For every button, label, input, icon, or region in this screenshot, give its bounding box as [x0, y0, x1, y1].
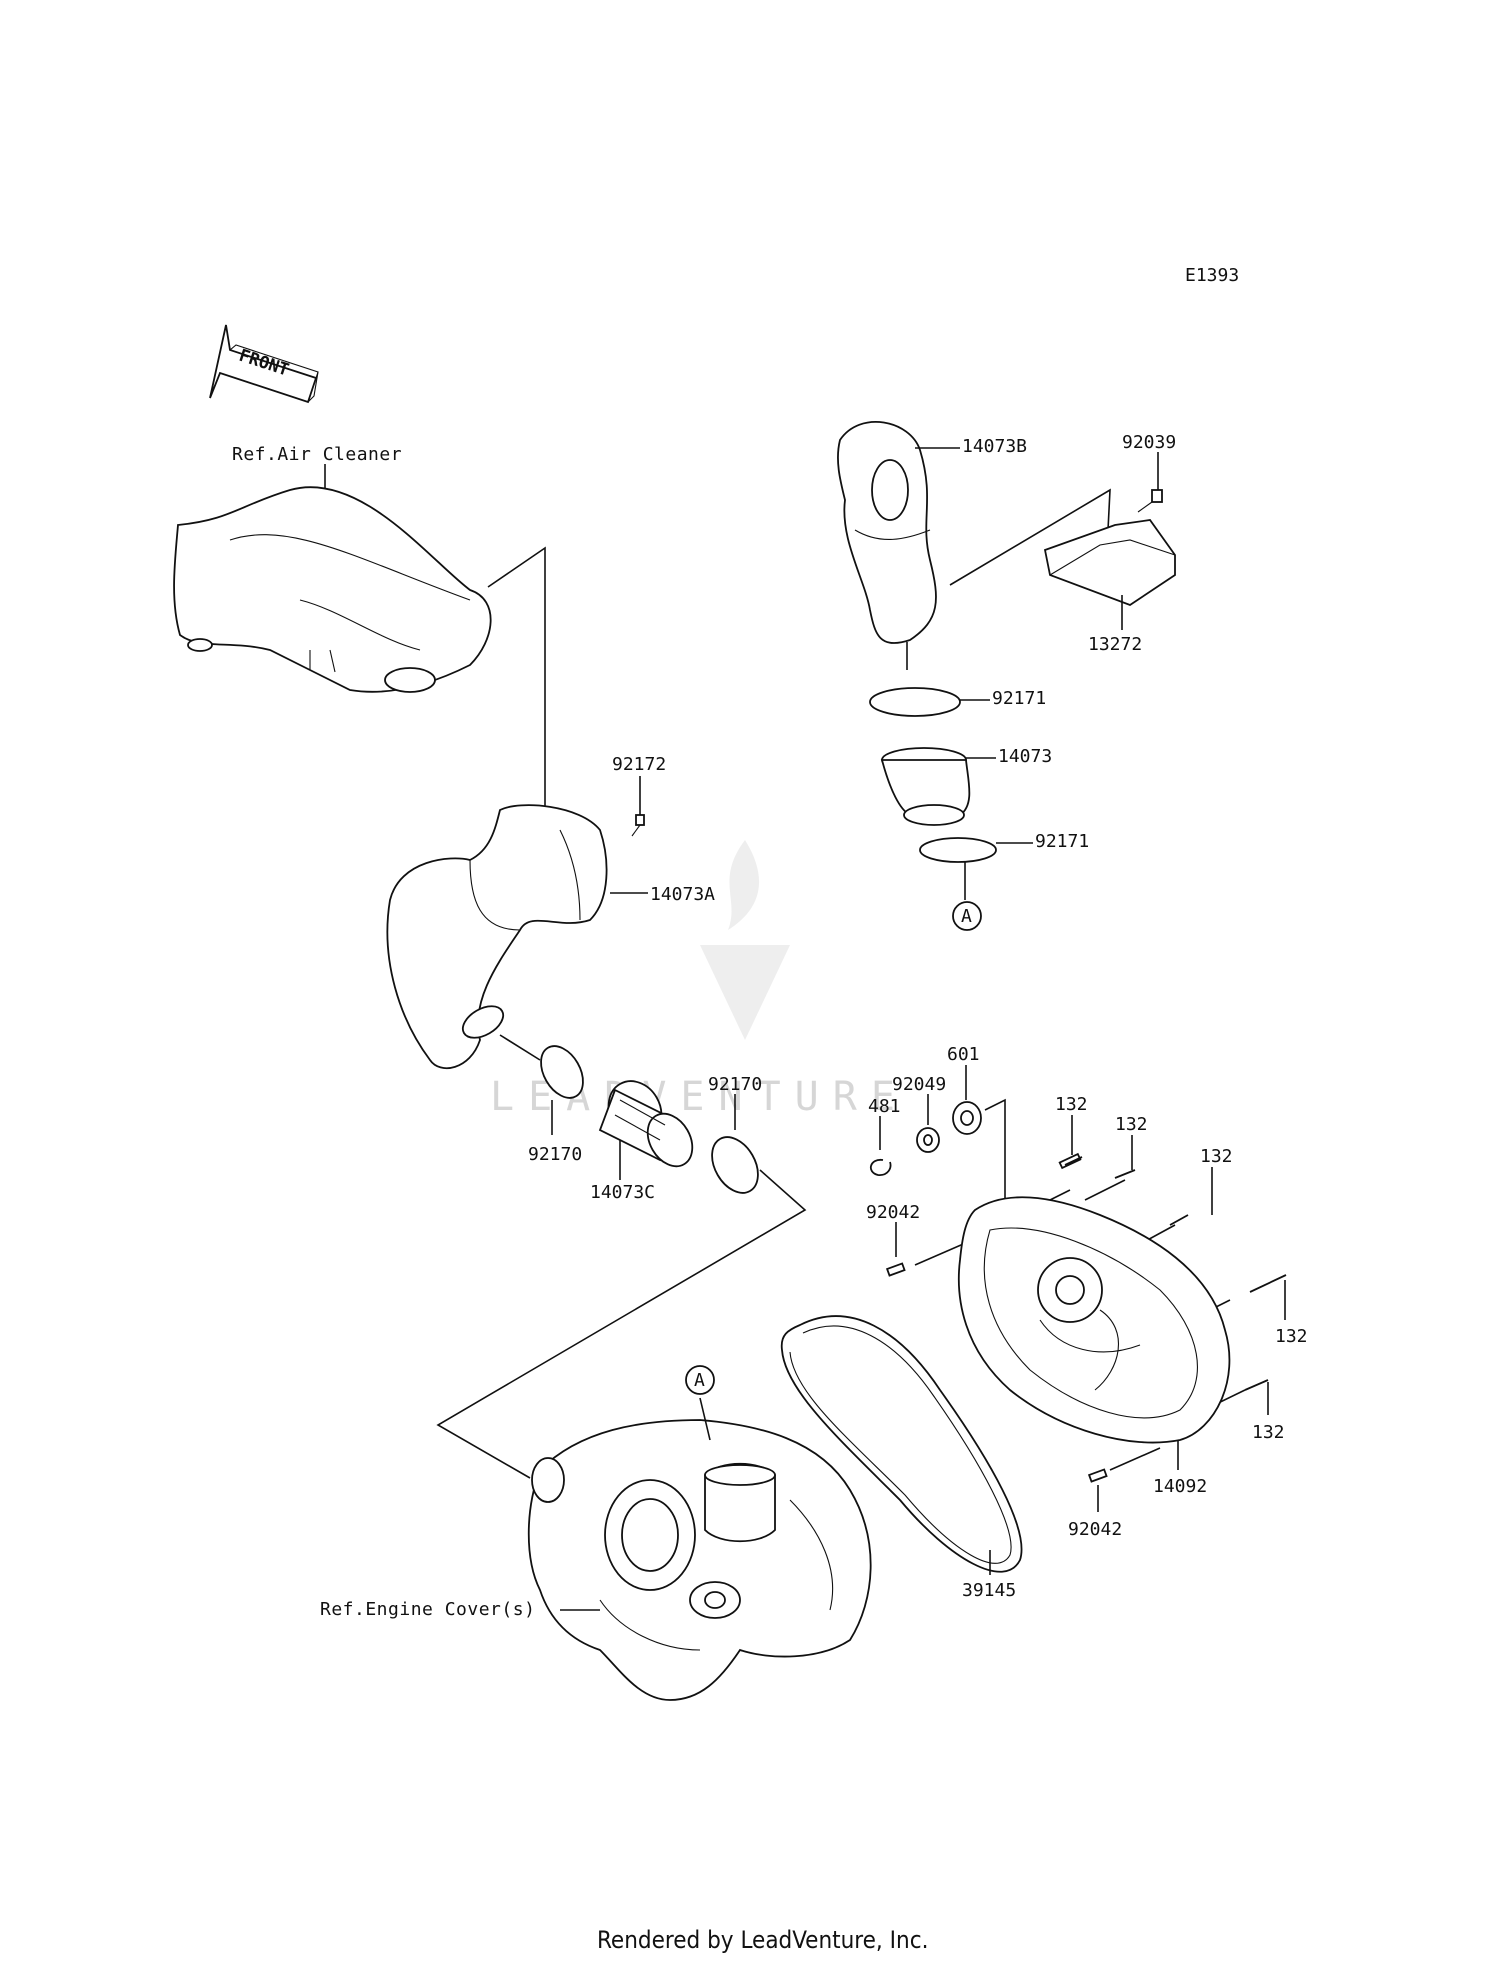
label-481: 481: [868, 1096, 901, 1117]
label-14073a: 14073A: [650, 884, 715, 905]
clutch-cover-14092: [957, 1196, 1231, 1444]
hose-14073: [880, 747, 971, 826]
air-cleaner-housing: [173, 486, 492, 693]
clamp-92170-left: [540, 1045, 584, 1099]
label-92171-bottom: 92171: [1035, 831, 1089, 852]
callout-a-top: [952, 901, 982, 931]
clamp-92170-right: [711, 1136, 759, 1194]
duct-14073b: [837, 421, 937, 645]
label-132-b: 132: [1115, 1114, 1148, 1135]
duct-14073a: [386, 804, 608, 1070]
label-132-a: 132: [1055, 1094, 1088, 1115]
screw-92039: [1137, 489, 1163, 513]
ref-air-cleaner-label: Ref.Air Cleaner: [232, 444, 402, 465]
label-92171-top: 92171: [992, 688, 1046, 709]
bolt-132-b: [1084, 1169, 1136, 1201]
label-601: 601: [947, 1044, 980, 1065]
screw-92172: [631, 814, 645, 837]
callout-a-bottom: [685, 1365, 715, 1395]
seal-92049: [916, 1127, 940, 1153]
label-132-c: 132: [1200, 1146, 1233, 1167]
bearing-601: [952, 1101, 982, 1135]
footer-credit: Rendered by LeadVenture, Inc.: [597, 1926, 928, 1954]
pin-92042-bottom: [1087, 1468, 1108, 1483]
callout-a-top-label: A: [961, 906, 972, 927]
label-132-d: 132: [1275, 1326, 1308, 1347]
bracket-13272: [1043, 519, 1176, 607]
bolt-132-a: [1039, 1152, 1083, 1206]
label-39145: 39145: [962, 1580, 1016, 1601]
drive-belt-39145: [780, 1315, 1023, 1573]
label-132-e: 132: [1252, 1422, 1285, 1443]
callout-a-bottom-label: A: [694, 1370, 705, 1391]
label-92170-left: 92170: [528, 1144, 582, 1165]
label-92170-right: 92170: [708, 1074, 762, 1095]
clamp-92171-top: [869, 687, 961, 717]
diagram-id: E1393: [1185, 265, 1239, 286]
leadventure-watermark: LEADVENTURE: [490, 840, 895, 1120]
engine-cover: [527, 1419, 872, 1701]
hose-14073c: [598, 1080, 694, 1168]
label-92172: 92172: [612, 754, 666, 775]
label-92049: 92049: [892, 1074, 946, 1095]
label-14073: 14073: [998, 746, 1052, 767]
label-14073b: 14073B: [962, 436, 1027, 457]
label-14073c: 14073C: [590, 1182, 655, 1203]
front-arrow-icon: FRONT: [209, 324, 319, 404]
label-92042-top: 92042: [866, 1202, 920, 1223]
clamp-92171-bottom: [919, 837, 997, 863]
label-13272: 13272: [1088, 634, 1142, 655]
pin-92042-top: [885, 1262, 906, 1277]
label-92042-bottom: 92042: [1068, 1519, 1122, 1540]
ref-engine-cover-label: Ref.Engine Cover(s): [320, 1599, 535, 1620]
circlip-481: [869, 1159, 892, 1176]
label-14092: 14092: [1153, 1476, 1207, 1497]
label-92039: 92039: [1122, 432, 1176, 453]
